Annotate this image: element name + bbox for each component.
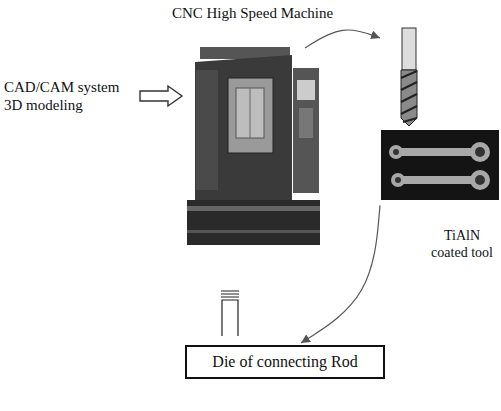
cnc-machine-picture — [187, 47, 320, 245]
process-box: Die of connecting Rod — [185, 345, 385, 379]
machine-base-stripe — [187, 230, 320, 233]
control-keys — [299, 108, 313, 138]
die-sketch — [221, 291, 239, 336]
node-text: TiAlN coated tool — [426, 228, 498, 262]
hollow-arrow — [140, 86, 182, 106]
input-label-node: CAD/CAM system 3D modeling — [4, 78, 128, 114]
rod-die-shape — [391, 170, 490, 190]
machine-side-panel — [196, 70, 218, 190]
node-text: CNC High Speed Machine — [172, 4, 333, 22]
rod-die-hole — [475, 175, 485, 185]
curved-arrow — [305, 30, 380, 48]
rod-die-hole — [475, 147, 485, 157]
rod-die-hole — [395, 177, 401, 183]
machine-body — [195, 55, 292, 200]
window-frame — [250, 88, 251, 138]
curved-arrow — [301, 205, 380, 343]
end-mill-picture — [401, 28, 417, 126]
rod-die-shape — [389, 142, 490, 162]
node-text: Die of connecting Rod — [212, 352, 357, 371]
tool-helix — [401, 71, 417, 122]
tool-shank — [402, 28, 416, 70]
tool-node: TiAlN coated tool — [380, 26, 498, 262]
die-photo — [381, 130, 499, 200]
tool-flutes — [401, 70, 417, 126]
control-screen — [297, 80, 315, 100]
machine-window — [236, 88, 264, 138]
rod-die-hole — [393, 149, 399, 155]
machine-node: CNC High Speed Machine — [185, 48, 320, 248]
control-panel — [293, 68, 319, 193]
machine-base — [187, 200, 320, 245]
machine-door — [228, 78, 273, 153]
machine-base-stripe — [187, 206, 320, 211]
photo-ground — [381, 130, 499, 200]
node-text: CAD/CAM system 3D modeling — [4, 78, 128, 114]
